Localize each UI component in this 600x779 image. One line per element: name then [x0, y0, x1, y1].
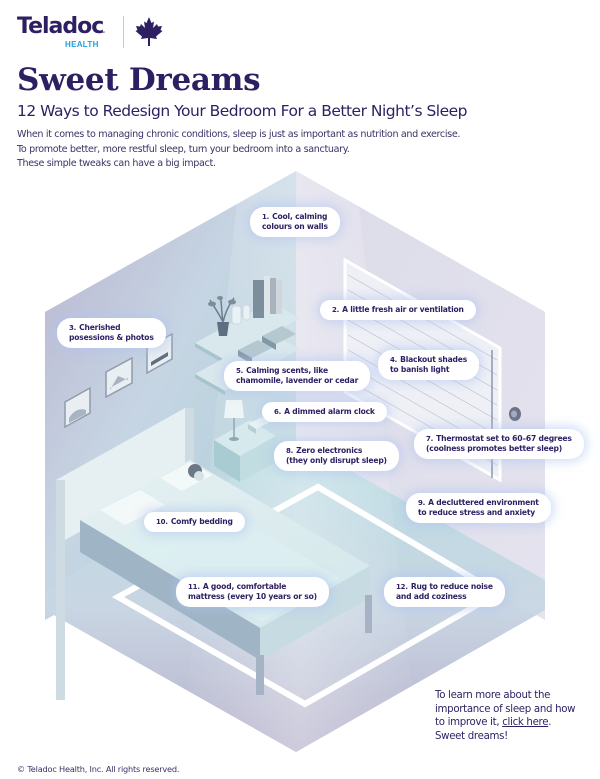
note-line: To learn more about the: [435, 690, 551, 701]
intro-paragraph: When it comes to managing chronic condit…: [17, 128, 460, 172]
tip-text: Blackout shades: [400, 355, 468, 364]
tip-number: 11.: [188, 583, 200, 591]
tip-text: chamomile, lavender or cedar: [236, 376, 359, 385]
tip-callout-12: 12.Rug to reduce noise and add coziness: [384, 577, 505, 607]
intro-line: When it comes to managing chronic condit…: [17, 129, 461, 140]
teladoc-health-wordmark: Teladoc ™ HEALTH: [17, 14, 109, 50]
tip-text: and add coziness: [396, 592, 467, 601]
tip-callout-11: 11.A good, comfortable mattress (every 1…: [176, 577, 329, 607]
note-line: importance of sleep and how: [435, 703, 576, 715]
tip-callout-10: 10.Comfy bedding: [144, 512, 245, 532]
tip-text: A dimmed alarm clock: [284, 407, 375, 416]
tip-number: 5.: [236, 367, 244, 375]
tip-number: 8.: [286, 447, 294, 455]
tip-callout-9: 9.A decluttered environment to reduce st…: [406, 493, 551, 523]
tip-number: 6.: [274, 408, 282, 416]
tip-number: 9.: [418, 499, 426, 507]
tip-text: mattress (every 10 years or so): [188, 592, 317, 601]
tip-number: 1.: [262, 213, 270, 221]
copyright-notice: © Teladoc Health, Inc. All rights reserv…: [17, 764, 180, 774]
tip-callout-1: 1.Cool, calming colours on walls: [250, 207, 340, 237]
intro-line: These simple tweaks can have a big impac…: [17, 158, 216, 169]
tip-callout-3: 3.Cherished posessions & photos: [57, 318, 166, 348]
tip-number: 7.: [426, 435, 434, 443]
learn-more-note: To learn more about the importance of sl…: [435, 689, 576, 743]
click-here-link[interactable]: click here: [502, 717, 549, 728]
tip-text: Comfy bedding: [170, 517, 233, 526]
page-title: Sweet Dreams: [17, 62, 261, 98]
tip-callout-7: 7.Thermostat set to 60–67 degrees (cooln…: [414, 429, 584, 459]
tip-callout-6: 6.A dimmed alarm clock: [262, 402, 387, 422]
tip-text: posessions & photos: [69, 333, 154, 342]
tip-text: colours on walls: [262, 222, 328, 231]
tip-text: Cherished: [79, 323, 121, 332]
tip-callout-2: 2.A little fresh air or ventilation: [320, 300, 476, 320]
tip-number: 3.: [69, 324, 77, 332]
tip-number: 4.: [390, 356, 398, 364]
tip-number: 10.: [156, 518, 168, 526]
tip-callout-8: 8.Zero electronics (they only disrupt sl…: [274, 441, 399, 471]
thermostat: [509, 407, 521, 421]
tip-text: A decluttered environment: [428, 498, 539, 507]
tip-number: 12.: [396, 583, 408, 591]
logo-divider: [123, 16, 124, 48]
note-punctuation: .: [548, 717, 552, 728]
picture-frames: [64, 332, 173, 429]
tip-number: 2.: [332, 306, 340, 314]
maple-leaf-icon: [135, 17, 163, 46]
tip-text: (they only disrupt sleep): [286, 456, 387, 465]
nightstand: [214, 400, 276, 482]
tip-text: Calming scents, like: [246, 366, 328, 375]
note-line: Sweet dreams!: [435, 730, 508, 742]
note-line: to improve it,: [435, 717, 503, 728]
trademark-symbol: ™: [101, 30, 105, 35]
tip-callout-4: 4.Blackout shades to banish light: [378, 350, 480, 380]
tip-text: Zero electronics: [296, 446, 363, 455]
tip-text: Thermostat set to 60–67 degrees: [436, 434, 572, 443]
brand-name: Teladoc: [17, 14, 104, 39]
brand-logo: Teladoc ™ HEALTH: [17, 14, 164, 50]
tip-callout-5: 5.Calming scents, like chamomile, lavend…: [224, 361, 371, 391]
page-subtitle: 12 Ways to Redesign Your Bedroom For a B…: [17, 102, 468, 120]
intro-line: To promote better, more restful sleep, t…: [17, 143, 350, 155]
tip-text: to reduce stress and anxiety: [418, 508, 536, 517]
tip-text: Cool, calming: [272, 212, 328, 221]
tip-text: to banish light: [390, 365, 450, 374]
tip-text: Rug to reduce noise: [410, 582, 493, 591]
brand-sub: HEALTH: [65, 40, 99, 49]
tip-text: A good, comfortable: [202, 582, 287, 591]
tip-text: (coolness promotes better sleep): [426, 444, 563, 453]
tip-text: A little fresh air or ventilation: [342, 305, 464, 314]
